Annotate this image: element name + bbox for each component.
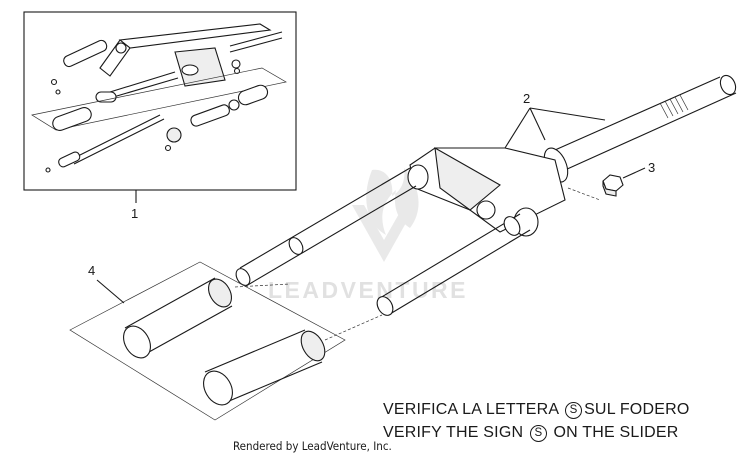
- callout-2[interactable]: 2: [523, 91, 530, 106]
- watermark-text: LEADVENTURE: [268, 277, 468, 303]
- nut-part-3[interactable]: [602, 174, 624, 197]
- inset-lower-fork-leg: [45, 78, 269, 173]
- slider-set-part-4[interactable]: [69, 261, 346, 421]
- thread-section: [659, 94, 689, 119]
- inset-upper-fork-leg: [63, 23, 283, 103]
- leadventure-watermark: LEADVENTURE: [268, 168, 468, 303]
- callout-4[interactable]: 4: [88, 263, 95, 278]
- note-english-suffix: ON THE SLIDER: [548, 424, 679, 441]
- note-english-prefix: VERIFY THE SIGN: [383, 424, 528, 441]
- callout-3[interactable]: 3: [648, 160, 655, 175]
- fork-assembly[interactable]: [233, 73, 738, 318]
- inset-kit-box[interactable]: [23, 11, 297, 191]
- render-credit: Rendered by LeadVenture, Inc.: [233, 439, 392, 453]
- callout-1[interactable]: 1: [131, 206, 138, 221]
- note-italian-suffix: SUL FODERO: [584, 401, 690, 418]
- circled-s-symbol: S: [565, 402, 583, 419]
- circled-s-symbol: S: [529, 425, 547, 442]
- note-italian-prefix: VERIFICA LA LETTERA: [383, 401, 564, 418]
- note-english: VERIFY THE SIGN S ON THE SLIDER: [383, 424, 679, 442]
